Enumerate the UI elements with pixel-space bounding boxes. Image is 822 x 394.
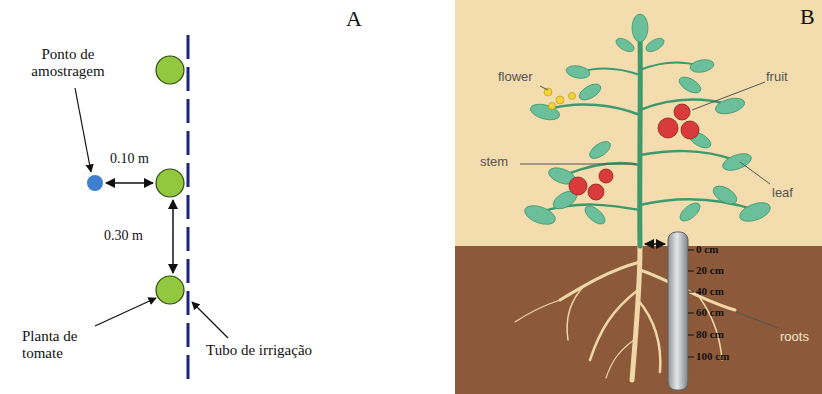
depth-label: 60 cm (696, 306, 724, 319)
panel-b (455, 0, 822, 394)
annotation: Tubo de irrigação (206, 342, 312, 359)
depth-label: 20 cm (696, 264, 724, 277)
annotation: Planta de tomate (22, 328, 102, 363)
depth-label: 100 cm (696, 350, 729, 363)
part-label: leaf (772, 186, 793, 201)
depth-label: 80 cm (696, 328, 724, 341)
part-label: fruit (766, 70, 788, 85)
part-label: roots (780, 330, 809, 345)
depth-label: 0 cm (696, 243, 718, 256)
annotation: Ponto de amostragem (18, 46, 118, 81)
part-label: flower (498, 70, 533, 85)
dimension: 0.10 m (110, 151, 149, 167)
panel-a (75, 35, 228, 385)
dimension: 0.30 m (104, 228, 143, 244)
part-label: stem (480, 155, 508, 170)
depth-label: 40 cm (696, 285, 724, 298)
panel-letter: B (800, 4, 815, 29)
panel-letter: A (346, 6, 362, 31)
